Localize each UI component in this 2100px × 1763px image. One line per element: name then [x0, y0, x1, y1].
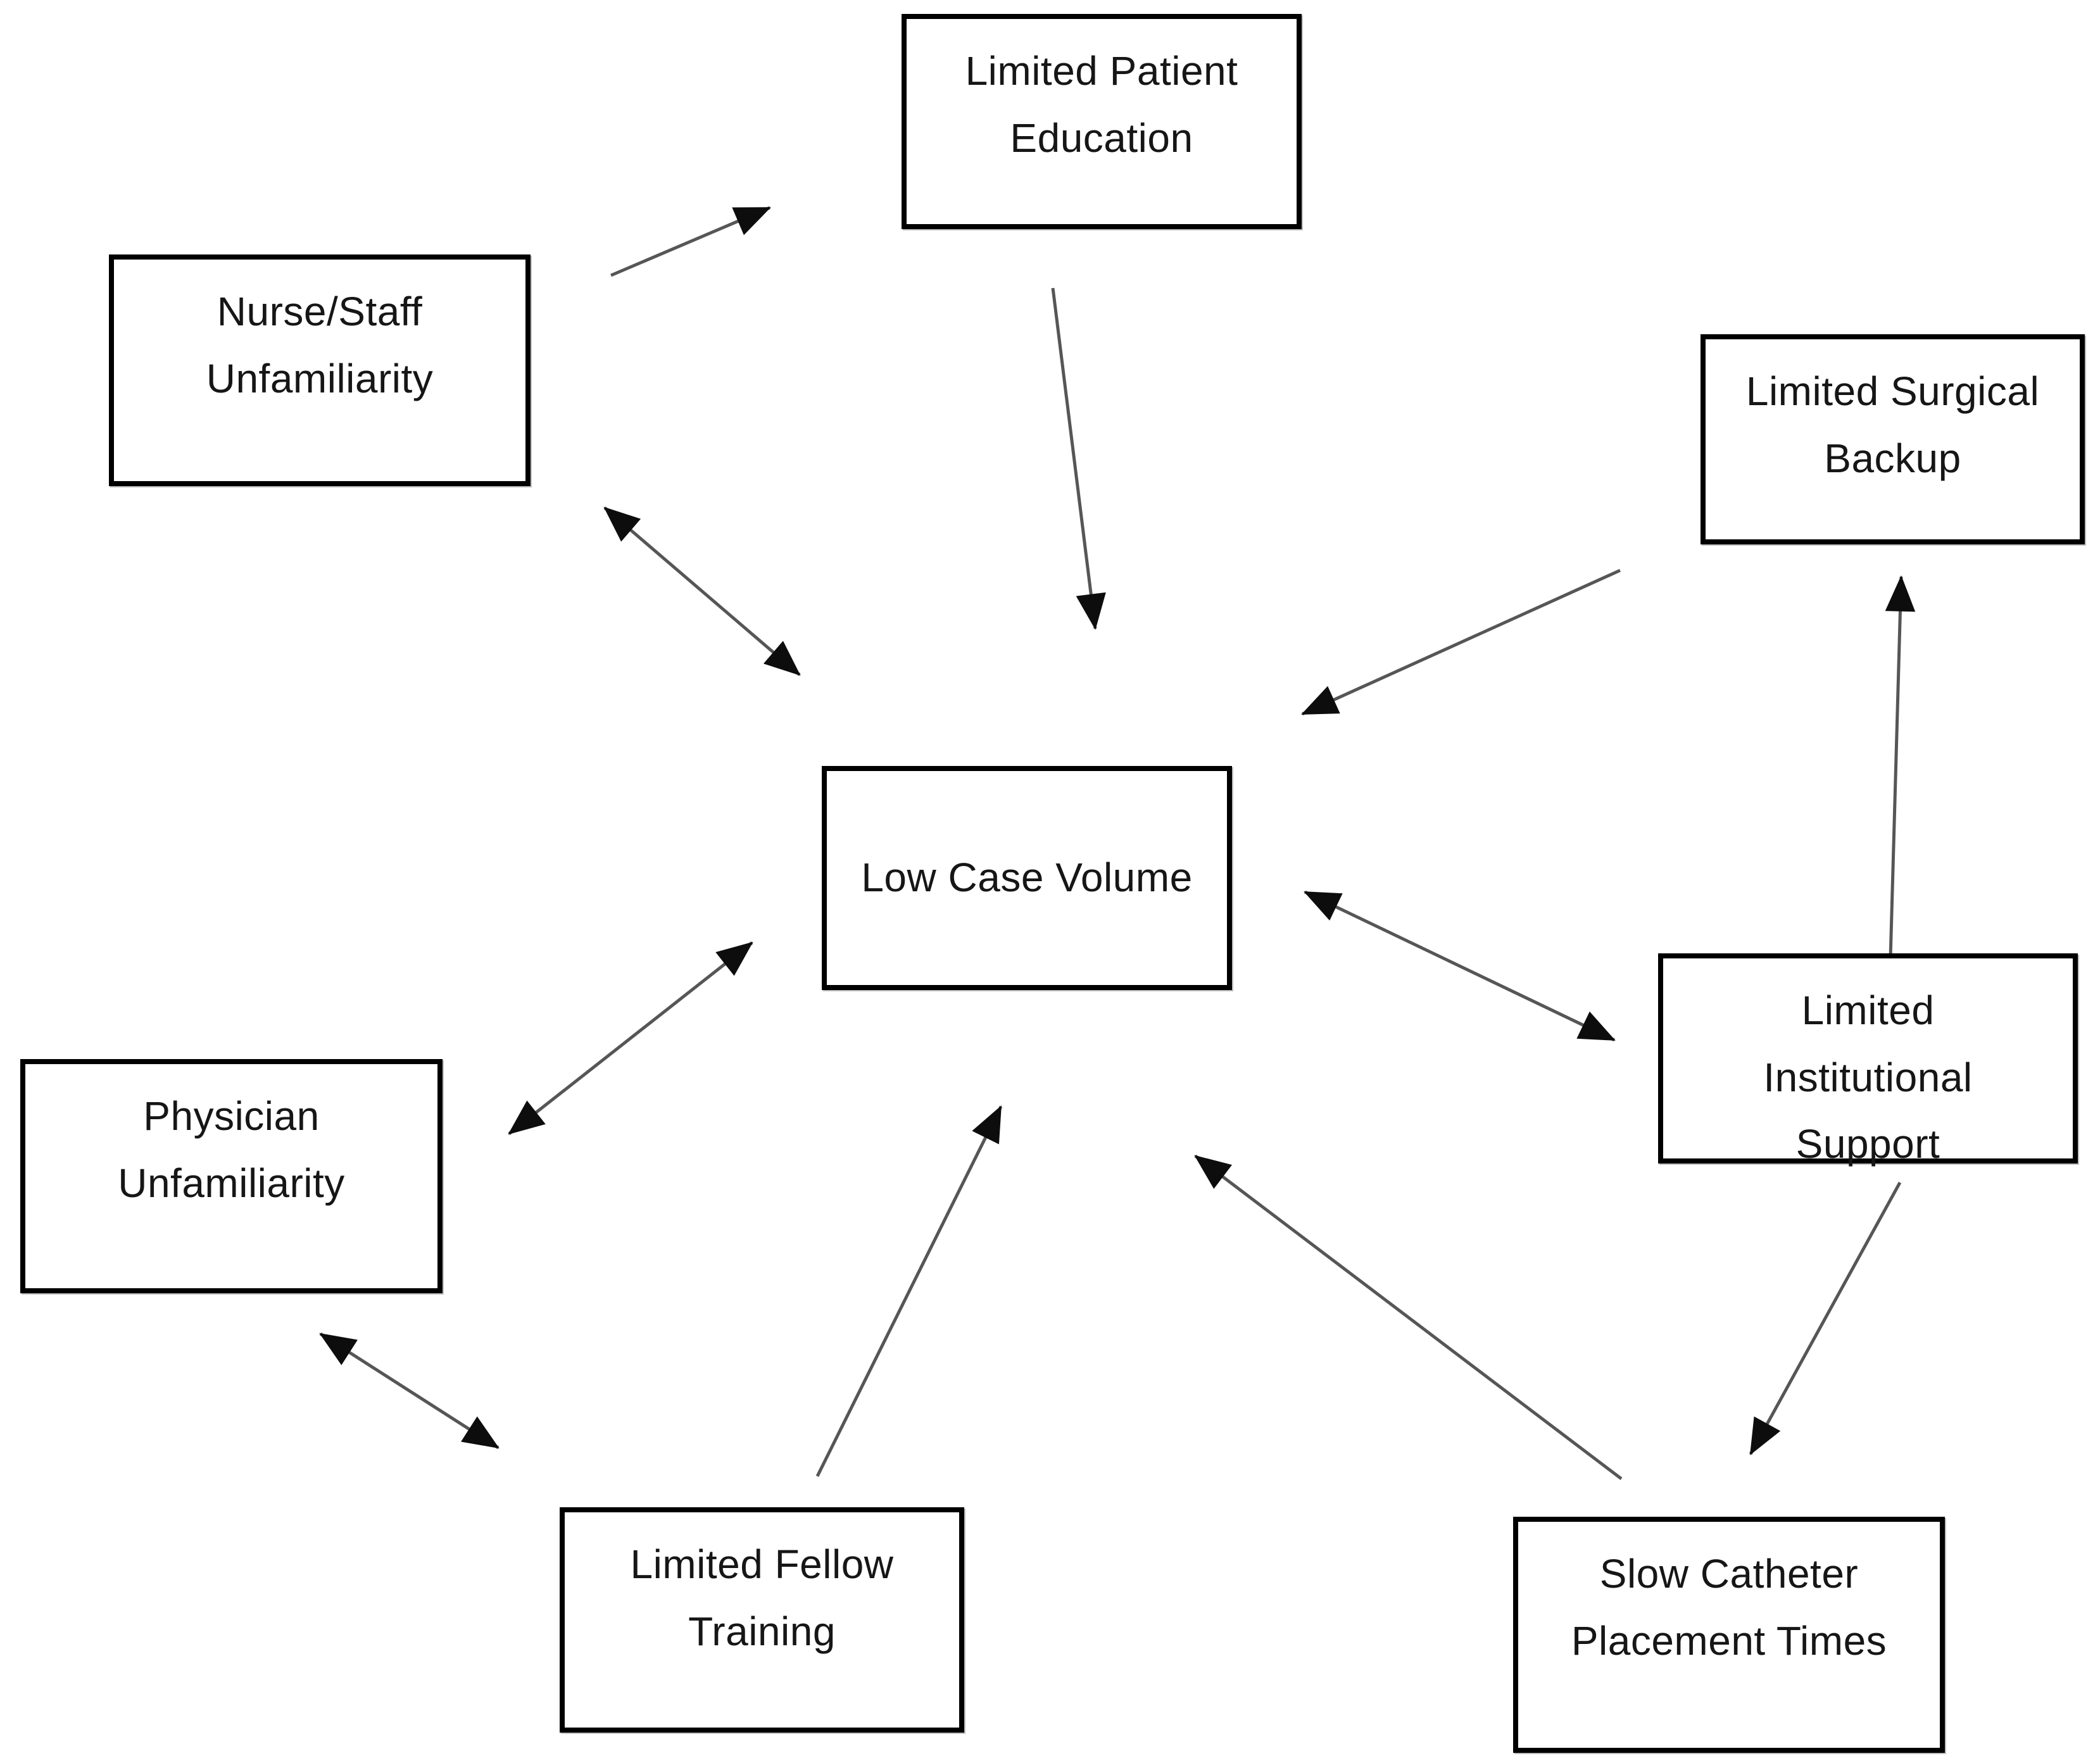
node-label: Slow Catheter Placement Times [1571, 1551, 1887, 1664]
node-label: Limited Fellow Training [630, 1541, 894, 1654]
node-label: Nurse/Staff Unfamiliarity [206, 289, 434, 401]
node-limited-institutional-support: Limited Institutional Support [1658, 953, 2078, 1167]
node-limited-fellow-training: Limited Fellow Training [560, 1507, 964, 1733]
node-low-case-volume: Low Case Volume [822, 766, 1232, 990]
arrow-lowcase-institutional-twoway [1304, 890, 1616, 1042]
node-physician-unfamiliarity: Physician Unfamiliarity [20, 1059, 443, 1293]
arrow-institutional-to-slowcath [1749, 1181, 1902, 1455]
arrow-backup-to-lowcase [1301, 568, 1621, 716]
node-nurse-staff-unfamiliarity: Nurse/Staff Unfamiliarity [109, 254, 531, 486]
arrow-nurse-to-education [610, 206, 771, 277]
arrow-slowcath-to-lowcase [1194, 1155, 1623, 1480]
arrow-institutional-to-backup [1885, 575, 1916, 959]
arrow-physician-lowcase-twoway [508, 941, 753, 1135]
node-label: Limited Institutional Support [1763, 988, 1973, 1167]
arrow-education-to-lowcase [1051, 287, 1106, 631]
arrow-physician-fellow-twoway [319, 1332, 500, 1450]
arrow-fellow-to-lowcase [815, 1105, 1003, 1478]
node-limited-surgical-backup: Limited Surgical Backup [1701, 334, 2085, 544]
arrow-nurse-lowcase-twoway [603, 506, 801, 676]
node-label: Limited Surgical Backup [1745, 368, 2040, 481]
node-label: Physician Unfamiliarity [118, 1093, 345, 1206]
node-label: Low Case Volume [861, 855, 1193, 901]
node-limited-patient-education: Limited Patient Education [902, 14, 1302, 229]
node-label: Limited Patient Education [965, 48, 1238, 161]
node-slow-catheter-placement-times: Slow Catheter Placement Times [1513, 1517, 1945, 1753]
